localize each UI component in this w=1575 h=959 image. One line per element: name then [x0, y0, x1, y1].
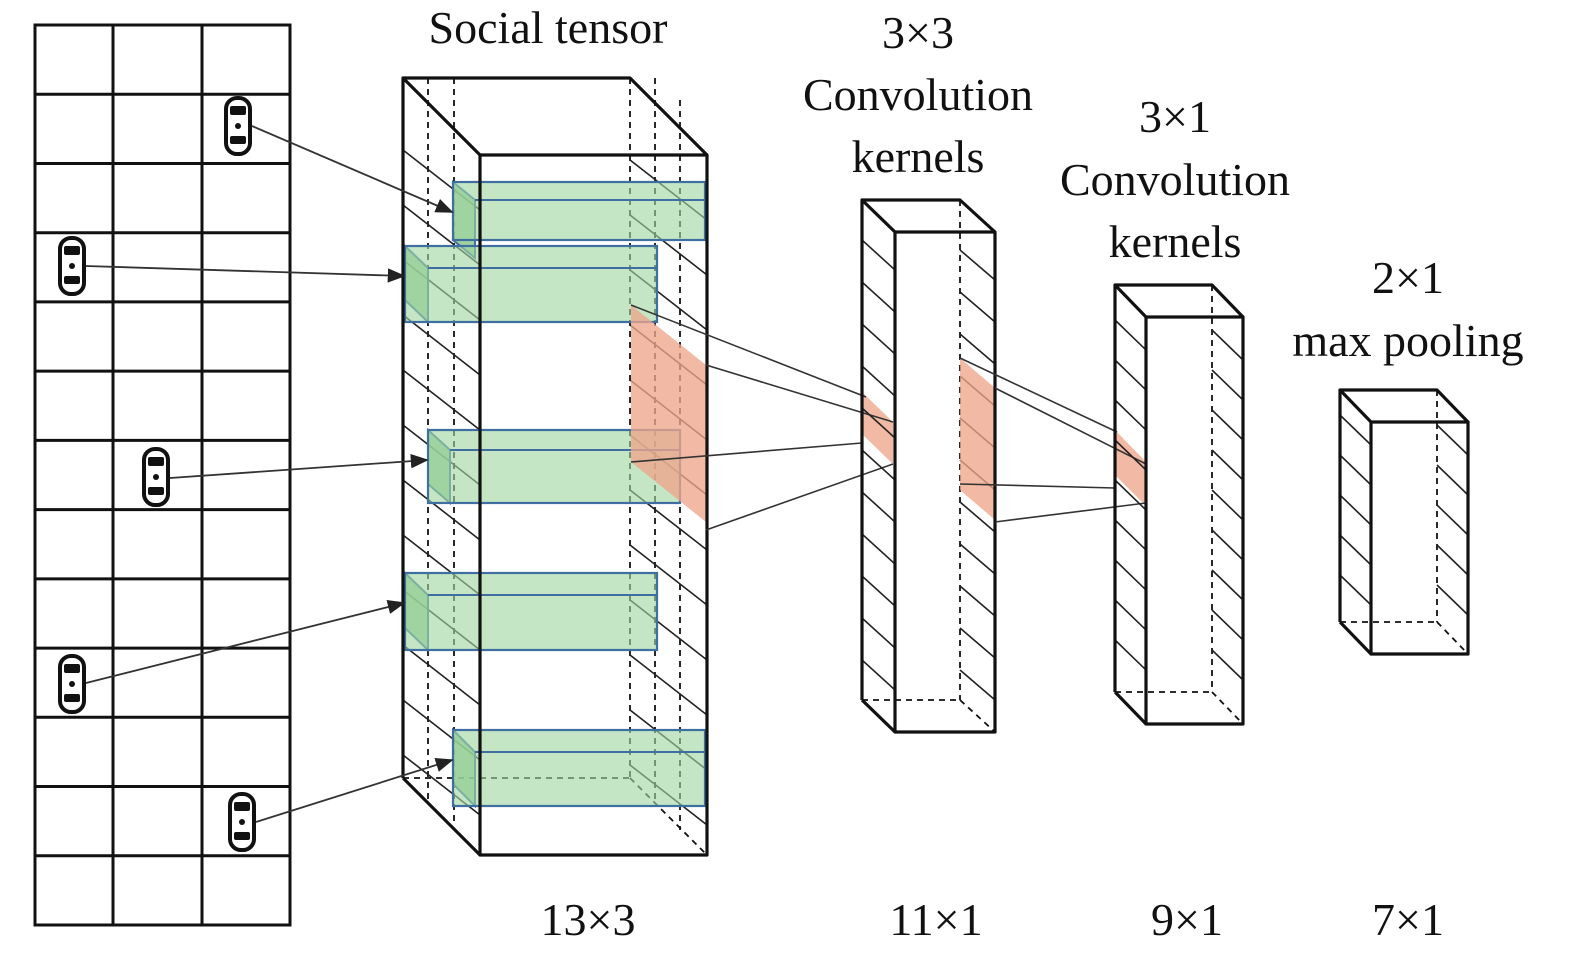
- hatch-line: [1114, 639, 1147, 671]
- conv3x1-title-line2: kernels: [1109, 216, 1242, 267]
- hatch-line: [402, 369, 481, 431]
- hatch-line: [1339, 534, 1372, 566]
- car-icon: [228, 792, 256, 852]
- hatch-line: [1114, 559, 1147, 591]
- hatch-line: [959, 627, 996, 659]
- car-icon: [142, 447, 170, 507]
- hatch-line: [959, 543, 996, 575]
- hatch-line: [861, 533, 896, 565]
- conv3x1-size-label: 3×1: [1139, 91, 1211, 142]
- car-icon: [58, 654, 86, 714]
- hatch-line: [1114, 319, 1147, 351]
- hatch-line: [1211, 649, 1244, 681]
- hatch-line: [959, 291, 996, 323]
- conv2-feature-box: [1113, 283, 1245, 726]
- conv1-feature-box: [860, 198, 997, 734]
- conv1-dim-label: 11×1: [889, 894, 982, 945]
- receptive-field-highlight: [631, 305, 706, 522]
- hatch-line: [1339, 494, 1372, 526]
- hatch-line: [1211, 489, 1244, 521]
- conv3x3-title-line1: Convolution: [803, 69, 1033, 120]
- hatch-line: [959, 585, 996, 617]
- tensor-slice: [451, 727, 707, 809]
- hatch-line: [861, 617, 896, 649]
- tensor-slice: [403, 570, 659, 653]
- hatch-line: [1211, 529, 1244, 561]
- hatch-line: [861, 239, 896, 271]
- hatch-line: [1436, 544, 1469, 576]
- hatch-line: [402, 644, 481, 706]
- car-to-tensor-arrows: [85, 125, 454, 823]
- hatch-line: [959, 501, 996, 533]
- hatch-line: [402, 314, 481, 376]
- tensor-slice: [451, 179, 707, 261]
- hatch-line: [1211, 409, 1244, 441]
- social-dim-label: 13×3: [541, 894, 636, 945]
- grid-border: [33, 23, 292, 927]
- vehicles: [58, 96, 256, 852]
- hatch-line: [1114, 519, 1147, 551]
- hatch-line: [1436, 504, 1469, 536]
- hatch-line: [629, 544, 708, 606]
- hatch-line: [1436, 584, 1469, 616]
- conv2-dim-label: 9×1: [1151, 894, 1223, 945]
- hatch-line: [1211, 609, 1244, 641]
- hatch-line: [1211, 329, 1244, 361]
- car-icon: [224, 96, 252, 156]
- hatch-line: [1114, 439, 1147, 471]
- pool-size-label: 2×1: [1372, 252, 1444, 303]
- car-icon: [58, 236, 86, 296]
- pool-side-hatching: [1339, 414, 1469, 616]
- hatch-line: [959, 669, 996, 701]
- hatch-line: [861, 491, 896, 523]
- hatch-line: [1211, 449, 1244, 481]
- hatch-line: [959, 333, 996, 365]
- hatch-line: [1339, 454, 1372, 486]
- tensor-slice: [403, 243, 659, 325]
- hatch-line: [402, 479, 481, 541]
- social-tensor-title: Social tensor: [429, 2, 668, 53]
- conv3x1-title-line1: Convolution: [1060, 154, 1290, 205]
- pool-dim-label: 7×1: [1372, 894, 1444, 945]
- pool-title: max pooling: [1292, 315, 1523, 366]
- hatch-line: [861, 281, 896, 313]
- hatch-line: [1339, 574, 1372, 606]
- social-tensor-box: [401, 76, 709, 857]
- hatch-line: [1114, 599, 1147, 631]
- hatch-line: [629, 654, 708, 716]
- hatch-line: [1211, 369, 1244, 401]
- hatch-line: [959, 249, 996, 281]
- tensor-front-face: [478, 153, 709, 857]
- hatch-line: [861, 449, 896, 481]
- hatch-line: [1339, 414, 1372, 446]
- hatch-line: [861, 407, 896, 439]
- hatch-line: [1114, 479, 1147, 511]
- conv2-side-hatching: [1114, 319, 1244, 681]
- hatch-line: [861, 365, 896, 397]
- hatch-line: [861, 659, 896, 691]
- hatch-line: [1436, 424, 1469, 456]
- maxpool-feature-box: [1338, 388, 1470, 656]
- road-occupancy-grid: [33, 23, 292, 927]
- hatch-line: [1436, 464, 1469, 496]
- hatch-line: [861, 323, 896, 355]
- grid-lines: [35, 25, 290, 925]
- conv3x3-title-line2: kernels: [852, 131, 985, 182]
- hatch-line: [861, 575, 896, 607]
- conv3x3-size-label: 3×3: [882, 7, 954, 58]
- hatch-line: [1114, 399, 1147, 431]
- hatch-line: [1114, 359, 1147, 391]
- projection-lines-conv2: [959, 357, 1147, 523]
- hatch-line: [1211, 569, 1244, 601]
